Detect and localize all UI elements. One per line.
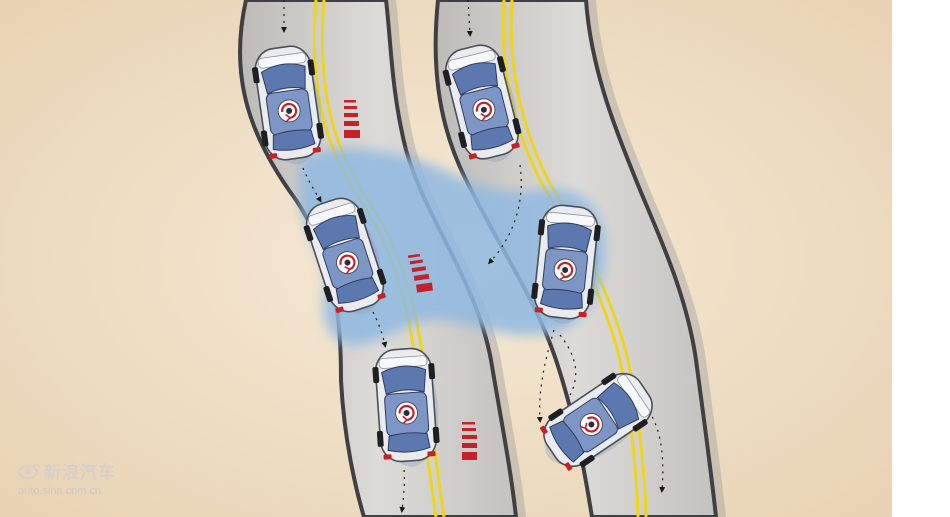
road-scene-diagram [0, 0, 892, 517]
warning-marks-left-3 [462, 422, 477, 460]
warning-marks-left-1 [344, 100, 360, 138]
sina-auto-watermark: 新浪汽车 auto.sina.com.cn [18, 458, 138, 497]
watermark-url: auto.sina.com.cn [18, 485, 102, 497]
warning-marks [344, 100, 477, 460]
left-trajectory [281, 0, 406, 513]
sina-eye-logo-icon [18, 463, 40, 479]
watermark-brand-text: 新浪汽车 [44, 463, 116, 483]
watermark-brand: 新浪汽车 [18, 458, 138, 483]
warning-marks-left-2 [407, 253, 433, 293]
